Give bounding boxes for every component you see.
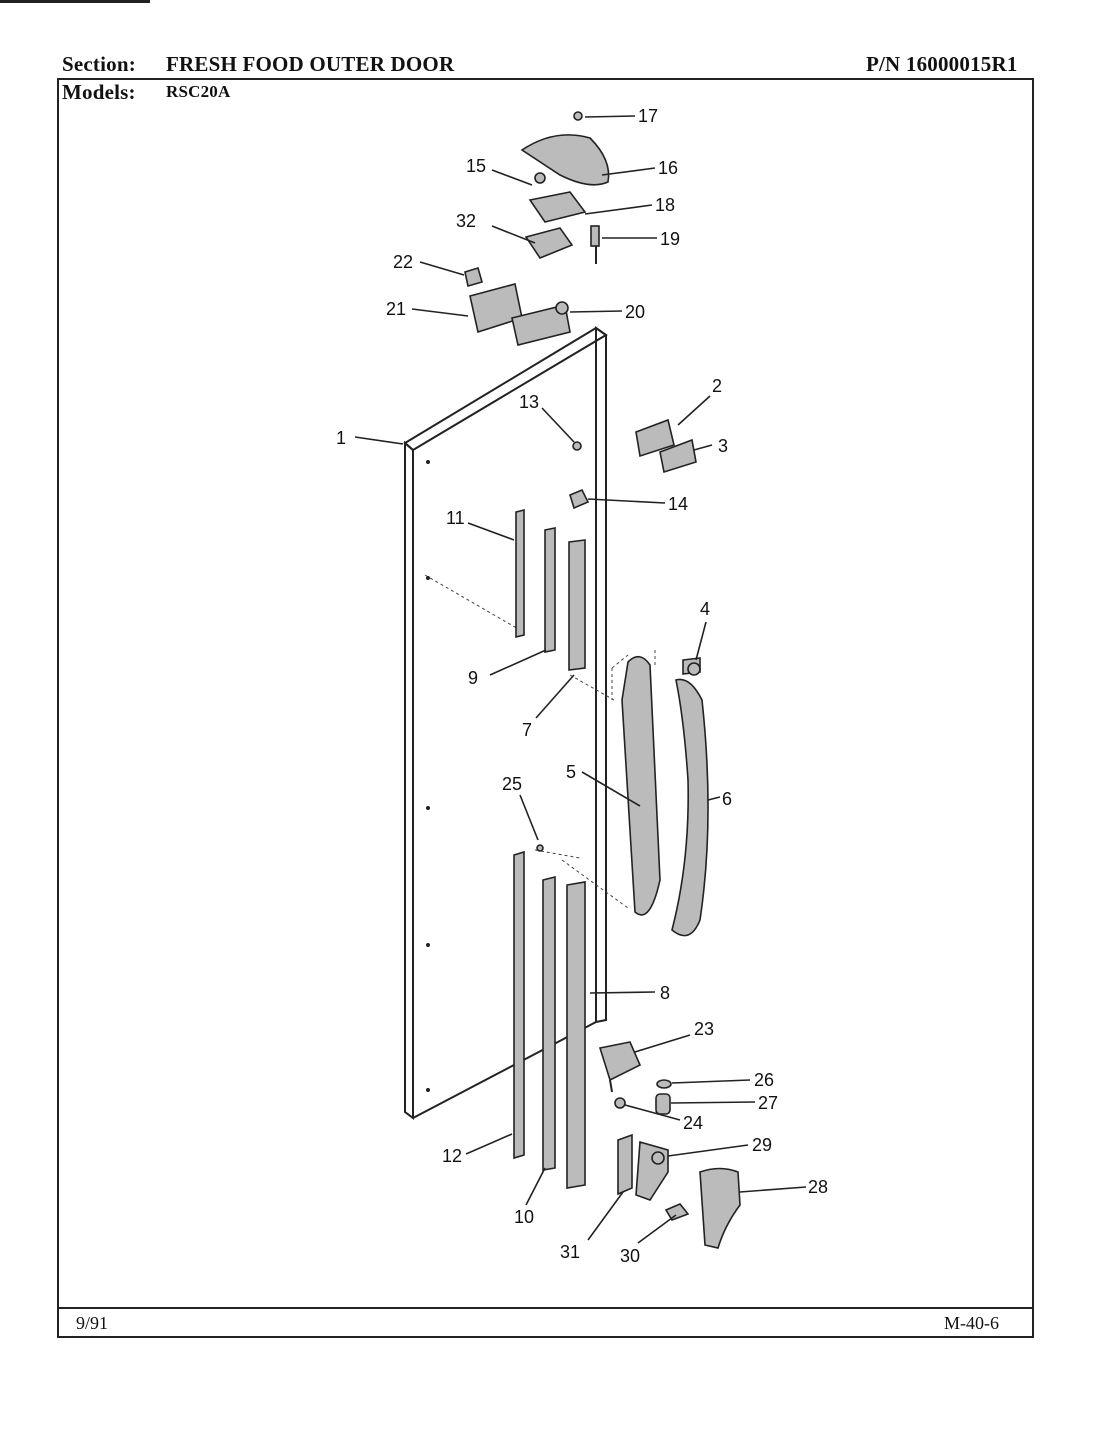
callout-6: 6 bbox=[722, 789, 732, 809]
callout-9: 9 bbox=[468, 668, 478, 688]
callout-1: 1 bbox=[336, 428, 346, 448]
callout-20: 20 bbox=[625, 302, 645, 322]
callout-labels: 1 2 3 4 5 6 7 8 9 10 11 12 13 14 15 16 1… bbox=[336, 106, 828, 1266]
section-label: Section: bbox=[62, 52, 136, 76]
callout-7: 7 bbox=[522, 720, 532, 740]
part-number: P/N 16000015R1 bbox=[866, 52, 1018, 76]
callout-12: 12 bbox=[442, 1146, 462, 1166]
footer-date: 9/91 bbox=[76, 1313, 109, 1333]
footer-page-code: M-40-6 bbox=[944, 1313, 999, 1333]
callout-29: 29 bbox=[752, 1135, 772, 1155]
callout-8: 8 bbox=[660, 983, 670, 1003]
callout-3: 3 bbox=[718, 436, 728, 456]
callout-10: 10 bbox=[514, 1207, 534, 1227]
top-edge-rule bbox=[0, 0, 150, 3]
callout-25: 25 bbox=[502, 774, 522, 794]
callout-11: 11 bbox=[446, 508, 465, 528]
callout-18: 18 bbox=[655, 195, 675, 215]
top-hinge-assembly bbox=[464, 111, 610, 346]
callout-30: 30 bbox=[620, 1246, 640, 1266]
small-parts bbox=[536, 418, 701, 852]
callout-19: 19 bbox=[660, 229, 680, 249]
section-title: FRESH FOOD OUTER DOOR bbox=[166, 52, 455, 76]
models-value: RSC20A bbox=[166, 82, 231, 101]
leader-lines bbox=[354, 115, 807, 1244]
callout-2: 2 bbox=[712, 376, 722, 396]
callout-31: 31 bbox=[560, 1242, 580, 1262]
callout-14: 14 bbox=[668, 494, 688, 514]
callout-13: 13 bbox=[519, 392, 539, 412]
footer-divider bbox=[57, 1307, 1034, 1309]
callout-21: 21 bbox=[386, 299, 406, 319]
callout-22: 22 bbox=[393, 252, 413, 272]
callout-4: 4 bbox=[700, 599, 710, 619]
callout-28: 28 bbox=[808, 1177, 828, 1197]
callout-5: 5 bbox=[566, 762, 576, 782]
callout-23: 23 bbox=[694, 1019, 714, 1039]
models-label: Models: bbox=[62, 80, 136, 104]
callout-24: 24 bbox=[683, 1113, 703, 1133]
bottom-hinge-assembly bbox=[598, 1041, 741, 1249]
door-panel bbox=[403, 326, 608, 1120]
callout-27: 27 bbox=[758, 1093, 778, 1113]
diagram-frame bbox=[57, 78, 1034, 1338]
callout-26: 26 bbox=[754, 1070, 774, 1090]
callout-15: 15 bbox=[466, 156, 486, 176]
callout-16: 16 bbox=[658, 158, 678, 178]
callout-17: 17 bbox=[638, 106, 658, 126]
callout-32: 32 bbox=[456, 211, 476, 231]
trim-strips bbox=[513, 508, 586, 1189]
handle-assembly bbox=[561, 650, 709, 937]
